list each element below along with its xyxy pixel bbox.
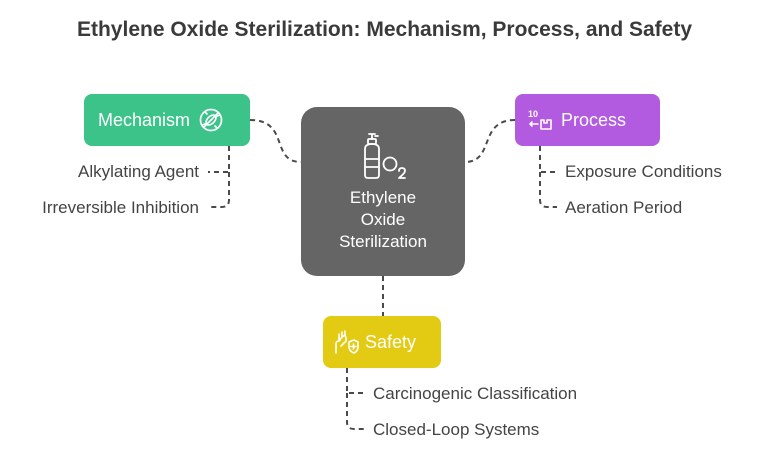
process-item-2: Aeration Period [565,198,683,217]
mechanism-node: Mechanism [84,94,250,146]
process-label: Process [561,109,627,130]
hand-shield-icon [335,330,359,354]
central-node: Ethylene Oxide Sterilization [301,107,465,276]
safety-item-2: Closed-Loop Systems [373,420,540,439]
mechanism-item-1: Alkylating Agent [78,162,199,181]
process-item-1: Exposure Conditions [565,162,722,181]
diagram-title: Ethylene Oxide Sterilization: Mechanism,… [76,18,693,41]
o2-cylinder-icon [364,133,406,179]
safety-node: Safety [323,316,441,368]
connector-safe-item-2 [346,393,364,430]
safety-label: Safety [365,331,417,352]
timer-process-icon: 10 [528,109,552,130]
connector-proc-item-1 [539,146,557,173]
mechanism-item-2: Irreversible Inhibition [42,198,199,217]
central-label-line-3: Sterilization [339,232,427,251]
no-bacteria-icon [199,108,223,132]
central-label-line-1: Ethylene [349,188,417,207]
connector-mech-item-1 [208,146,230,173]
mechanism-label: Mechanism [98,109,191,130]
safety-item-1: Carcinogenic Classification [373,384,578,403]
connector-mechanism-center [249,119,302,163]
connector-mech-item-2 [208,172,230,208]
connector-safe-item-1 [346,368,364,394]
svg-text:10: 10 [528,109,538,119]
connector-proc-item-2 [539,172,557,208]
process-node: 10 Process [515,94,660,146]
central-label-line-2: Oxide [360,210,406,229]
connector-process-center [464,119,516,163]
